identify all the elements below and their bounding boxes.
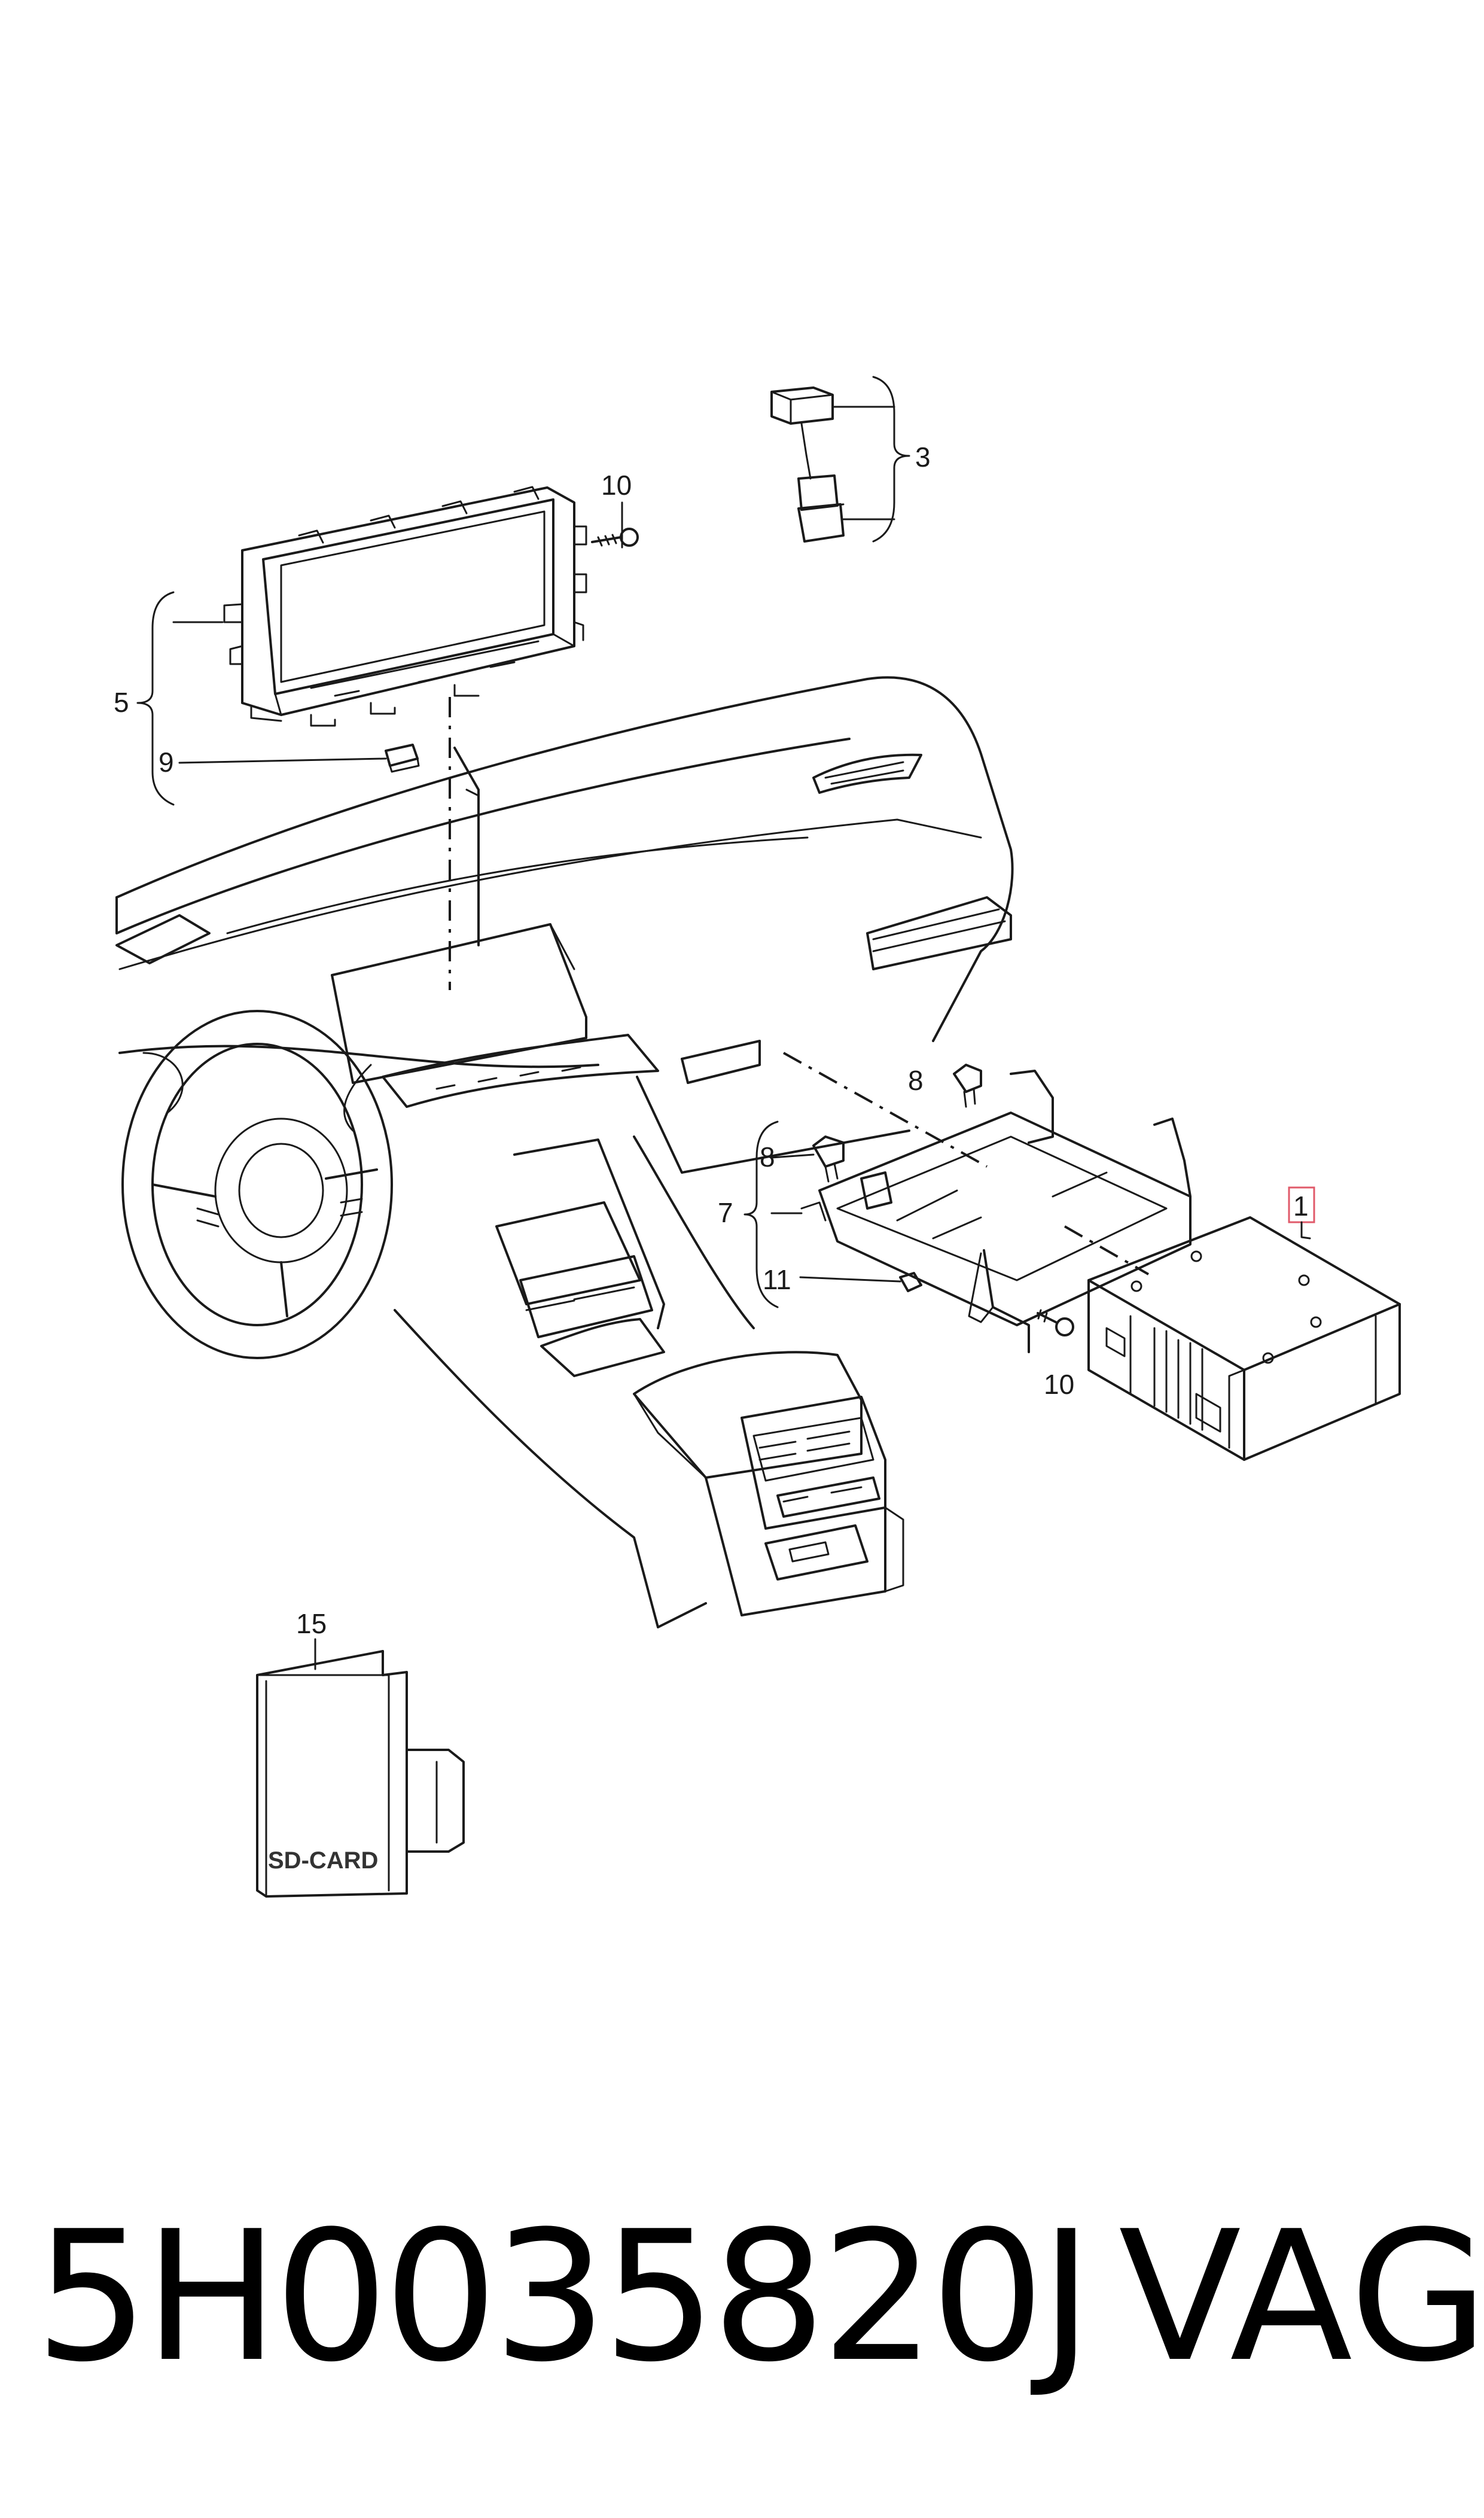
bracket-5 xyxy=(136,591,175,806)
part-1-control-unit xyxy=(1087,1216,1401,1461)
callout-8-left: 8 xyxy=(760,1141,775,1173)
bracket-3 xyxy=(872,376,910,543)
center-console xyxy=(394,1135,904,1628)
screw-10-lower xyxy=(1037,1309,1074,1336)
part-3-connector-cable xyxy=(770,386,845,543)
part-11-nut xyxy=(899,1272,922,1292)
callout-3: 3 xyxy=(915,442,931,473)
callout-5: 5 xyxy=(114,687,129,718)
installation-line-unit xyxy=(783,1052,1149,1275)
bracket-7 xyxy=(743,1121,779,1308)
screw-10-top xyxy=(591,525,639,549)
steering-wheel xyxy=(121,1010,393,1359)
brand-label: VAG xyxy=(1119,2193,1484,2401)
part-8-clip-right xyxy=(953,1064,982,1108)
callout-1: 1 xyxy=(1293,1191,1309,1222)
part-5-instrument-cluster xyxy=(223,486,587,727)
callout-8-right: 8 xyxy=(908,1065,924,1096)
callout-11: 11 xyxy=(763,1264,791,1295)
sd-card-label: SD-CARD xyxy=(268,1847,378,1874)
callout-15: 15 xyxy=(296,1608,327,1639)
callout-7: 7 xyxy=(718,1197,733,1228)
callout-10-top: 10 xyxy=(601,470,632,501)
part-9-clip xyxy=(385,744,420,773)
part-8-clip-left xyxy=(812,1135,845,1183)
callout-9: 9 xyxy=(159,747,174,778)
part-7-mounting-bracket xyxy=(800,1070,1192,1353)
dashboard-assembly xyxy=(115,676,1014,1174)
callout-10-lower: 10 xyxy=(1044,1369,1074,1400)
part-15-sd-card-booklet xyxy=(256,1650,465,1898)
part-number: 5H0035820J xyxy=(35,2193,1093,2401)
